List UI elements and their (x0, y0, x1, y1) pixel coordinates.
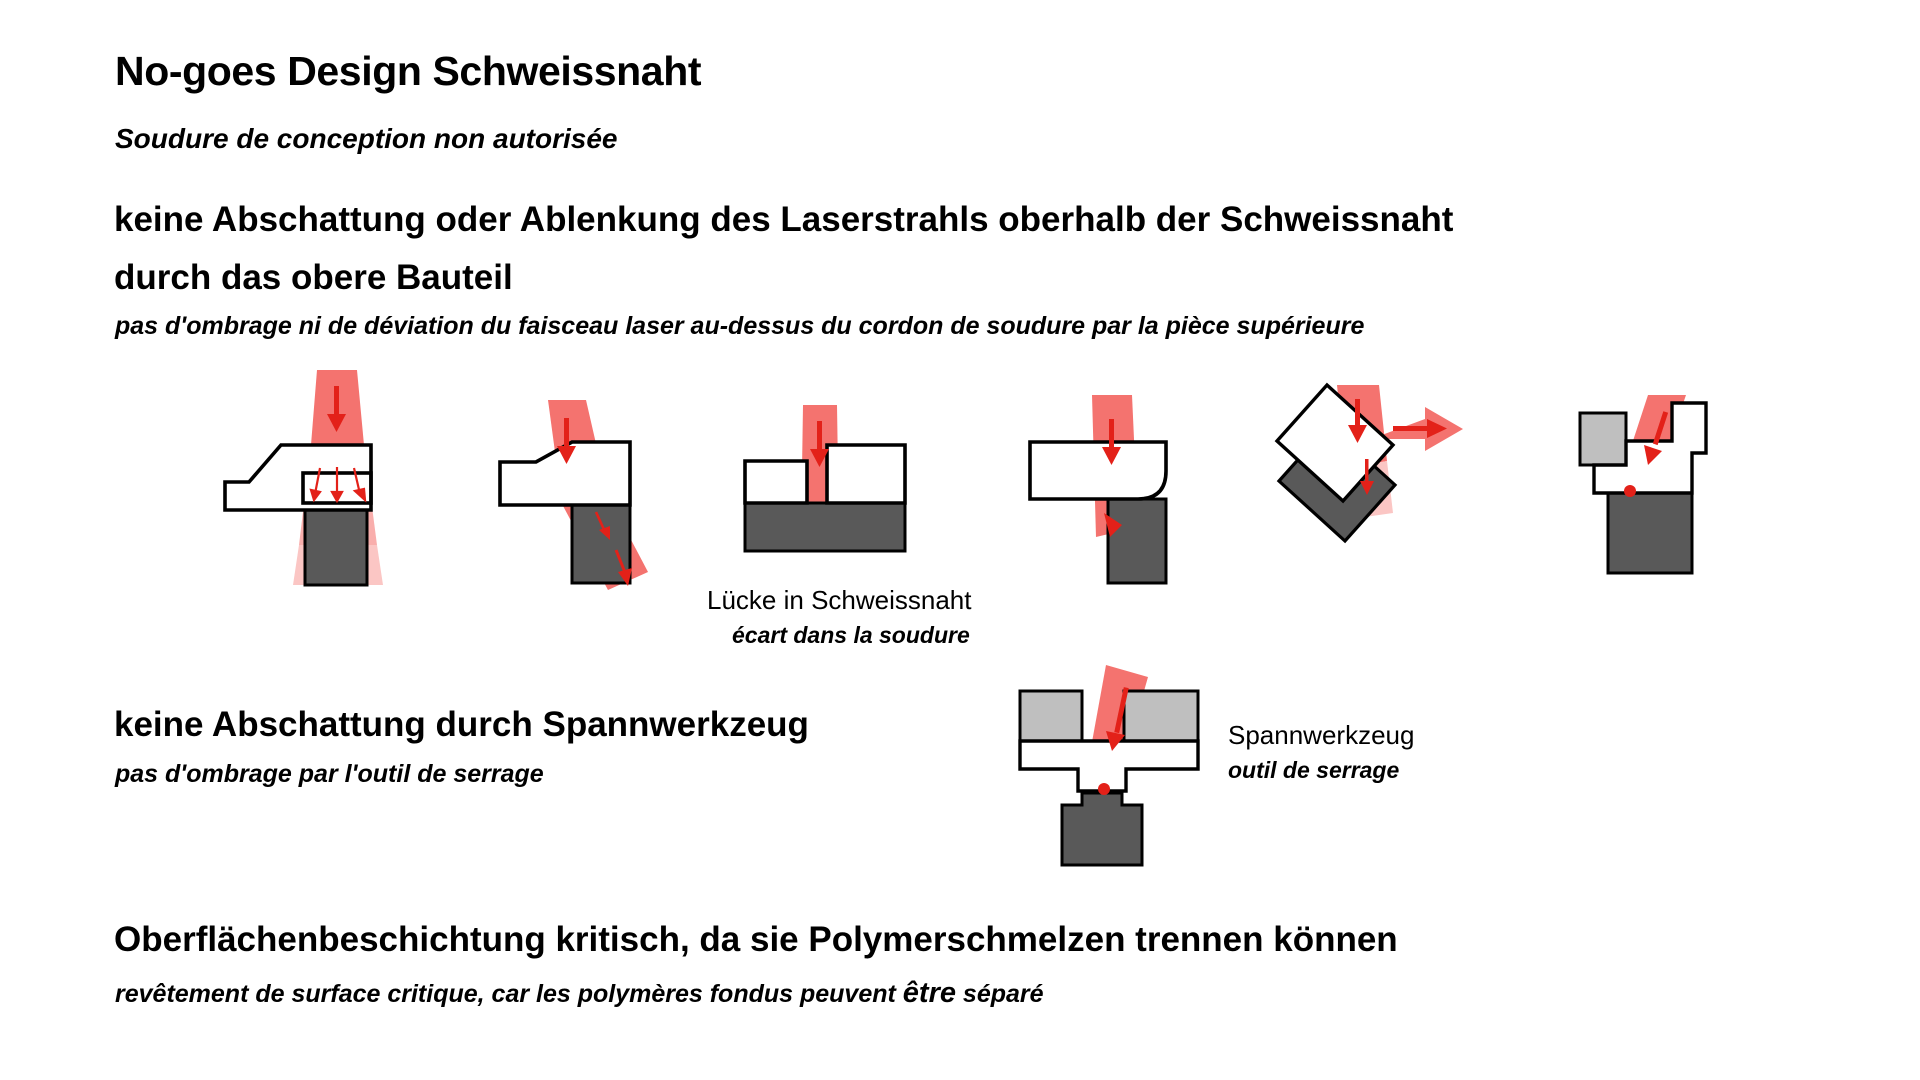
side-light-block (1578, 411, 1628, 467)
deflected-beam-arrow (614, 549, 632, 586)
lower-dark-block (1106, 497, 1168, 585)
figure-chamfered-upper-part-beam-spread (223, 370, 465, 630)
figure-stepped-part-shadowed-weld (1578, 395, 1780, 610)
lower-dark-block (303, 503, 369, 587)
deflection-arrow (594, 511, 610, 540)
reflected-beam-arrow (1393, 419, 1447, 438)
figure-angled-beam-deflected-by-chamfer (498, 400, 710, 630)
page-title: No-goes Design Schweissnaht (115, 48, 702, 94)
transmitted-beam-arrow (1360, 459, 1374, 495)
beam-direction-arrow (1348, 399, 1367, 443)
section1-heading-french: pas d'ombrage ni de déviation du faiscea… (115, 312, 1365, 340)
section2-heading-french: pas d'ombrage par l'outil de serrage (115, 760, 544, 788)
upper-part-outline (1018, 739, 1200, 793)
label-gap-in-weld-de: Lücke in Schweissnaht (707, 585, 972, 615)
figure-tilted-part-beam-reflection (1274, 382, 1505, 620)
beam-direction-arrow (1644, 411, 1669, 465)
lower-dark-block (570, 503, 632, 585)
beam-direction-arrow (557, 418, 576, 464)
clamping-tool-right (1122, 689, 1200, 743)
deflection-arrow (1104, 513, 1122, 537)
section3-heading: Oberflächenbeschichtung kritisch, da sie… (114, 920, 1398, 959)
lower-dark-block (1606, 491, 1694, 575)
page-subtitle-french: Soudure de conception non autorisée (115, 123, 618, 154)
melt-spread-arrows (309, 467, 367, 504)
section3-fr-before: revêtement de surface critique, car les … (115, 980, 903, 1008)
beam-direction-arrow (1102, 419, 1121, 465)
lower-dark-block (1060, 791, 1144, 867)
lower-dark-block (743, 501, 907, 553)
beam-direction-arrow (810, 421, 829, 467)
clamping-tool-left (1018, 689, 1084, 743)
upper-part-outline (223, 443, 373, 512)
upper-part-right (825, 443, 907, 505)
beam-direction-arrow (327, 386, 346, 432)
label-clamping-tool-de: Spannwerkzeug (1228, 720, 1415, 750)
figure-rounded-edge-beam-deflection (1028, 395, 1240, 610)
upper-part-left (743, 459, 809, 505)
section1-heading-line1: keine Abschattung oder Ablenkung des Las… (114, 200, 1454, 239)
figure-step-joint-gap-in-weld (743, 405, 945, 575)
label-gap-in-weld-fr: écart dans la soudure (732, 622, 970, 648)
weld-point-marker (1624, 485, 1636, 497)
section3-heading-french: revêtement de surface critique, car les … (115, 977, 1044, 1010)
label-clamping-tool-fr: outil de serrage (1228, 757, 1400, 783)
upper-part-outline (498, 440, 632, 507)
upper-part-outline (1028, 440, 1168, 501)
section3-fr-after: séparé (955, 980, 1044, 1008)
section2-heading: keine Abschattung durch Spannwerkzeug (114, 705, 809, 744)
section3-fr-accent: être (902, 977, 956, 1009)
beam-direction-arrow (1106, 687, 1129, 751)
section1-heading-line2: durch das obere Bauteil (114, 258, 513, 297)
weld-point-marker (1098, 783, 1110, 795)
tilted-upper-part (1274, 382, 1396, 504)
figure-clamping-tool-shadowing (1018, 665, 1240, 895)
